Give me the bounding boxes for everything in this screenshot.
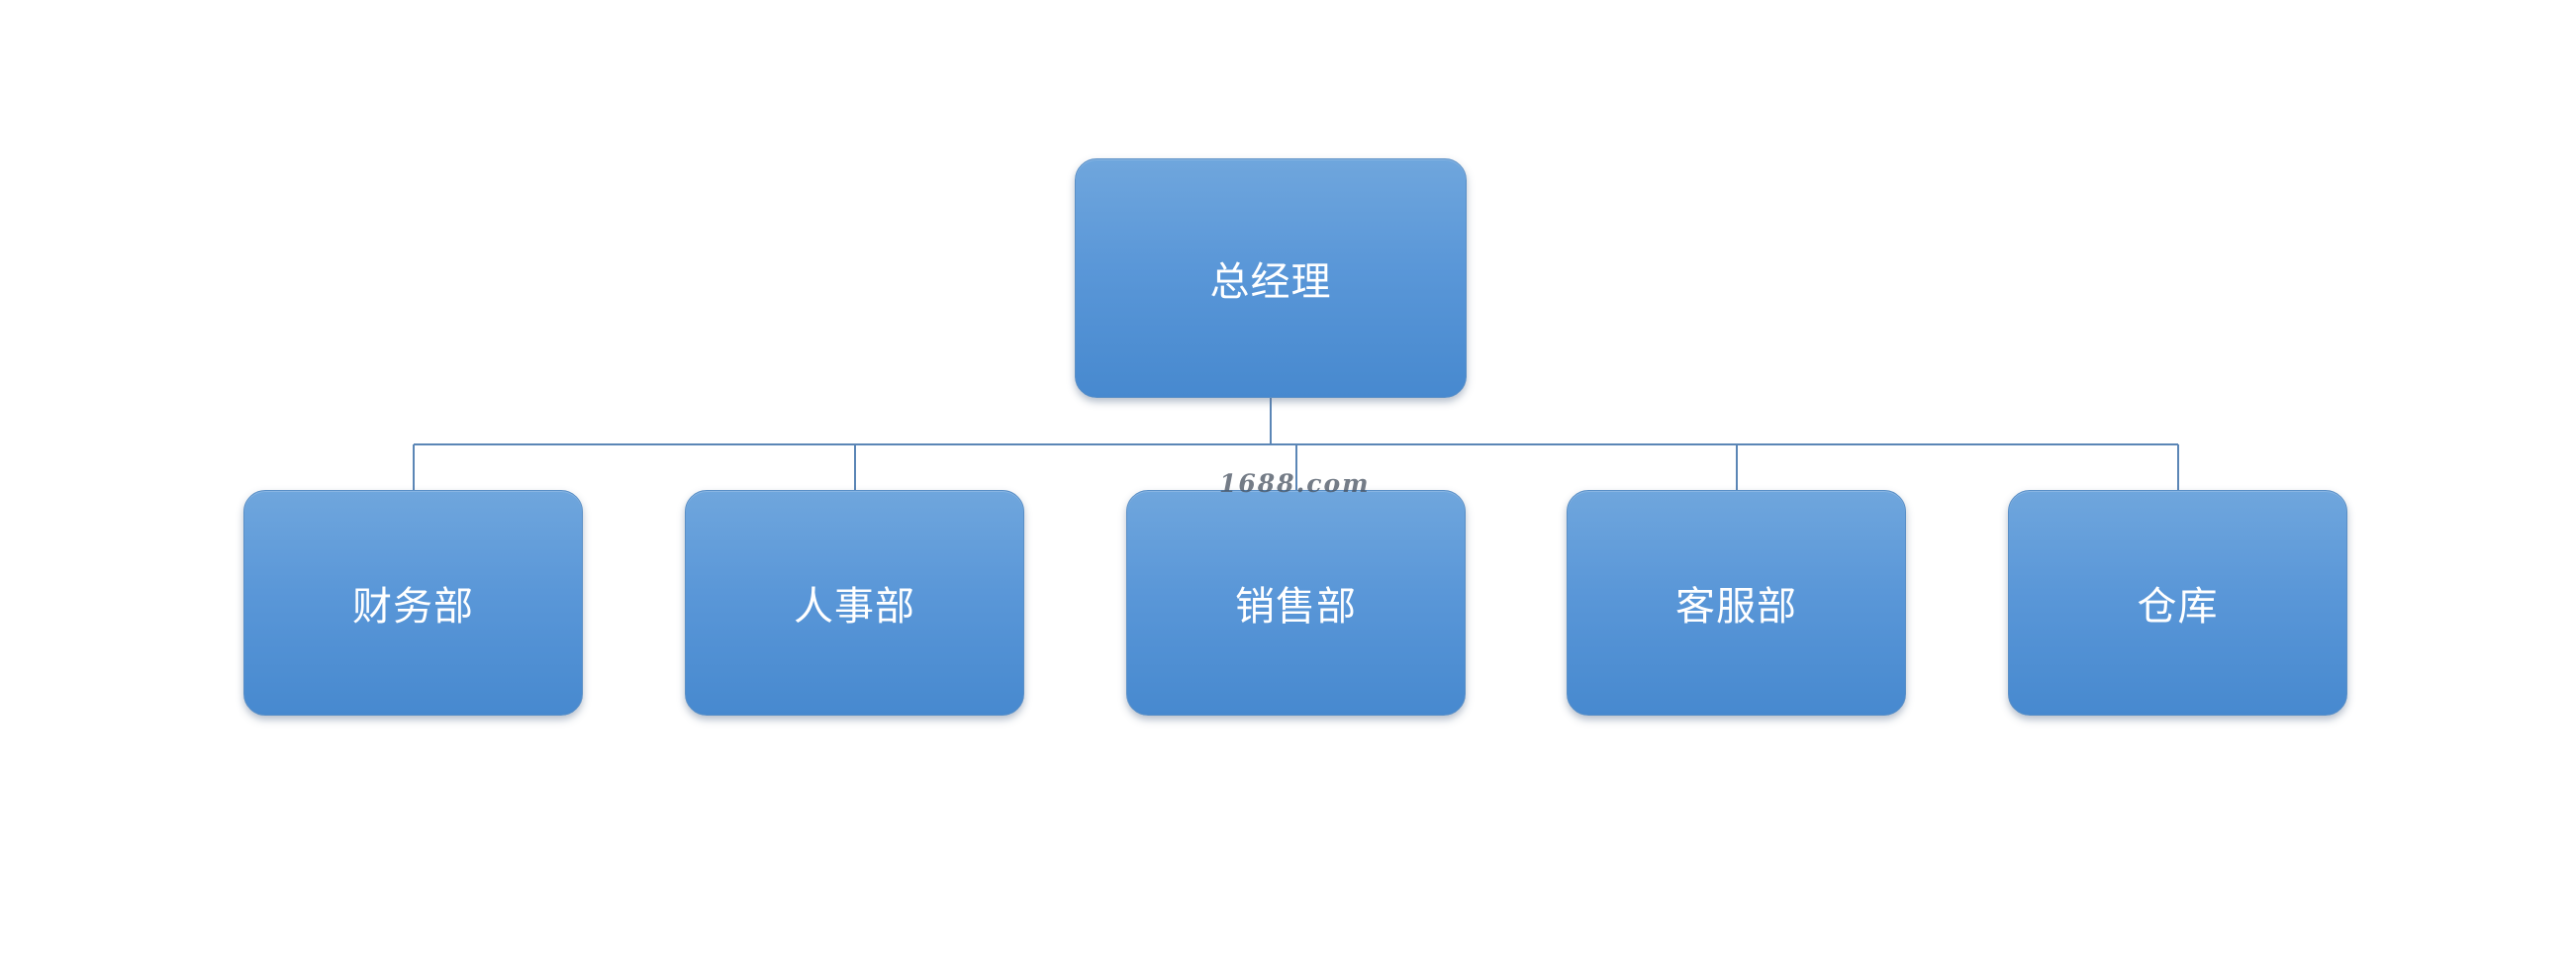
node-general-manager: 总经理 [1075, 158, 1467, 398]
node-label: 销售部 [1235, 584, 1357, 630]
node-customer-service-department: 客服部 [1567, 490, 1906, 716]
node-hr-department: 人事部 [685, 490, 1024, 716]
node-label: 仓库 [2137, 584, 2219, 630]
node-label: 财务部 [352, 584, 474, 630]
node-label: 客服部 [1675, 584, 1797, 630]
watermark: 1688.com [1219, 469, 1371, 498]
node-sales-department: 销售部 [1126, 490, 1466, 716]
node-warehouse: 仓库 [2008, 490, 2347, 716]
node-label: 总经理 [1209, 259, 1332, 305]
node-finance-department: 财务部 [243, 490, 583, 716]
node-label: 人事部 [794, 584, 915, 630]
